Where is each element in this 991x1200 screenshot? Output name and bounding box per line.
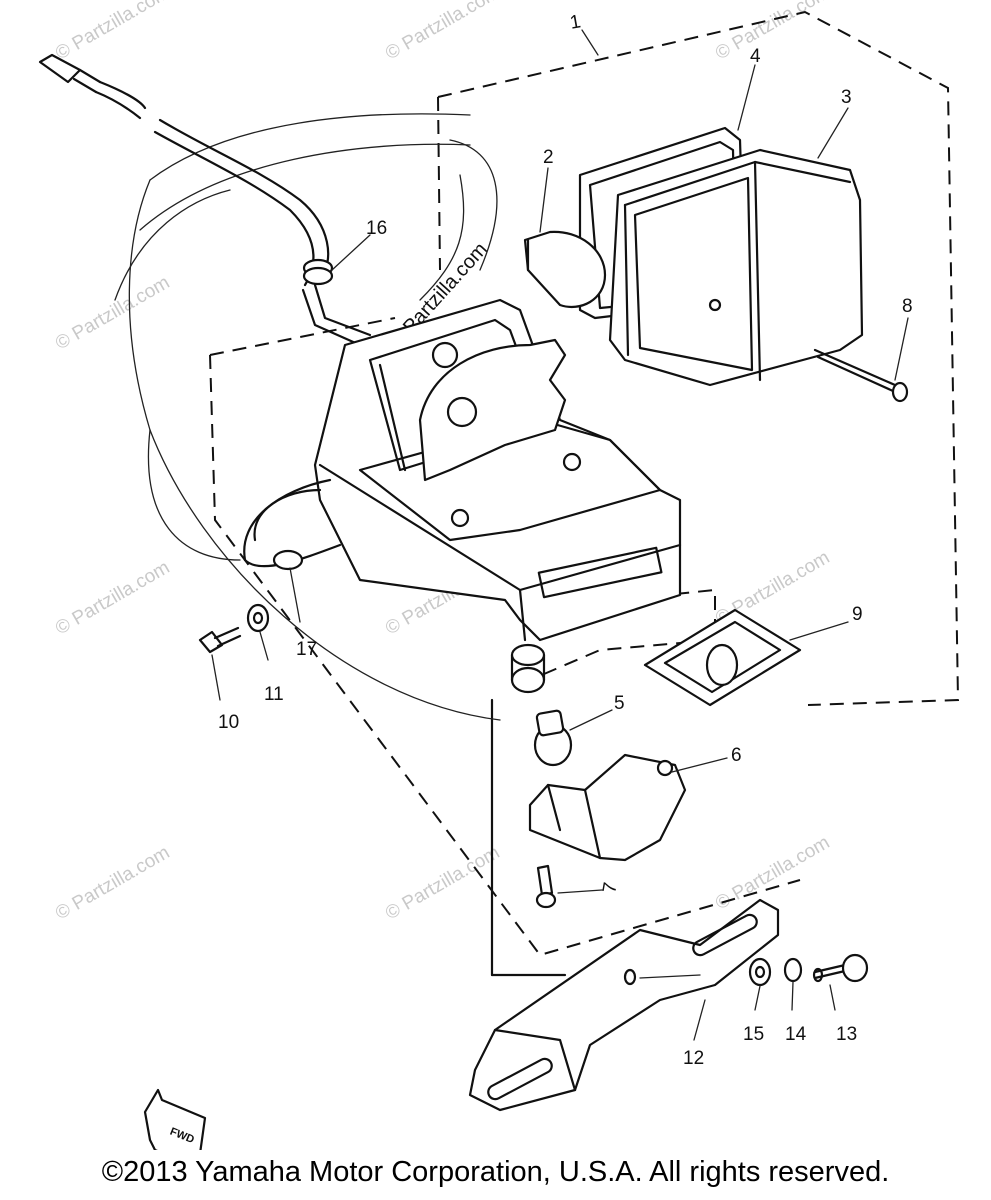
callout-8: 8 [902, 296, 913, 317]
callout-15: 15 [743, 1024, 764, 1045]
wire-harness [38, 53, 372, 347]
callout-12: 12 [683, 1048, 704, 1069]
callout-1: 1 [568, 11, 582, 34]
callout-2: 2 [543, 147, 554, 168]
watermark: © Partzilla.com [382, 0, 503, 64]
fwd-arrow-icon: FWD [143, 1088, 207, 1150]
watermark: © Partzilla.com [52, 557, 173, 639]
license-lamp-housing [528, 753, 687, 862]
bulb [523, 230, 607, 309]
callout-16: 16 [366, 218, 387, 239]
license-bulb [533, 709, 573, 767]
watermark: © Partzilla.com [712, 832, 833, 914]
callout-13: 13 [836, 1024, 857, 1045]
callout-6: 6 [731, 745, 742, 766]
callout-10: 10 [218, 712, 239, 733]
bolt-10 [198, 626, 242, 654]
callout-17: 17 [296, 639, 317, 660]
callout-5: 5 [614, 693, 625, 714]
washer-15 [748, 957, 772, 987]
taillight-base [243, 298, 682, 642]
watermark: © Partzilla.com [382, 842, 503, 924]
washer-11 [246, 603, 270, 633]
rear-fender-outline [114, 113, 501, 721]
bolt-13 [812, 953, 869, 983]
license-light-gasket [643, 608, 802, 707]
callout-11: 11 [264, 684, 284, 705]
license-bracket [468, 898, 780, 1112]
socket [510, 643, 546, 694]
watermark: © Partzilla.com [52, 272, 173, 354]
callout-3: 3 [841, 87, 852, 108]
callout-7: 7 [599, 881, 622, 895]
grommet [302, 258, 334, 286]
leader-lines [211, 29, 909, 1041]
callout-9: 9 [852, 604, 863, 625]
copyright-notice: ©2013 Yamaha Motor Corporation, U.S.A. A… [101, 1156, 890, 1188]
callout-14: 14 [785, 1024, 807, 1045]
taillight-lens [608, 148, 864, 387]
parts-diagram: © Partzilla.com © Partzilla.com © Partzi… [38, 0, 960, 1150]
watermark: © Partzilla.com [52, 842, 173, 924]
lens-screw [813, 348, 909, 403]
assembly-outline [209, 10, 960, 977]
watermark: © Partzilla.com [712, 0, 833, 64]
housing-screw [535, 864, 557, 909]
callout-4: 4 [750, 46, 761, 67]
nut-14 [783, 957, 803, 983]
watermark: © Partzilla.com [52, 0, 173, 64]
callouts: 1 2 3 4 5 6 7 8 9 10 11 12 13 14 15 16 1… [218, 11, 913, 1069]
